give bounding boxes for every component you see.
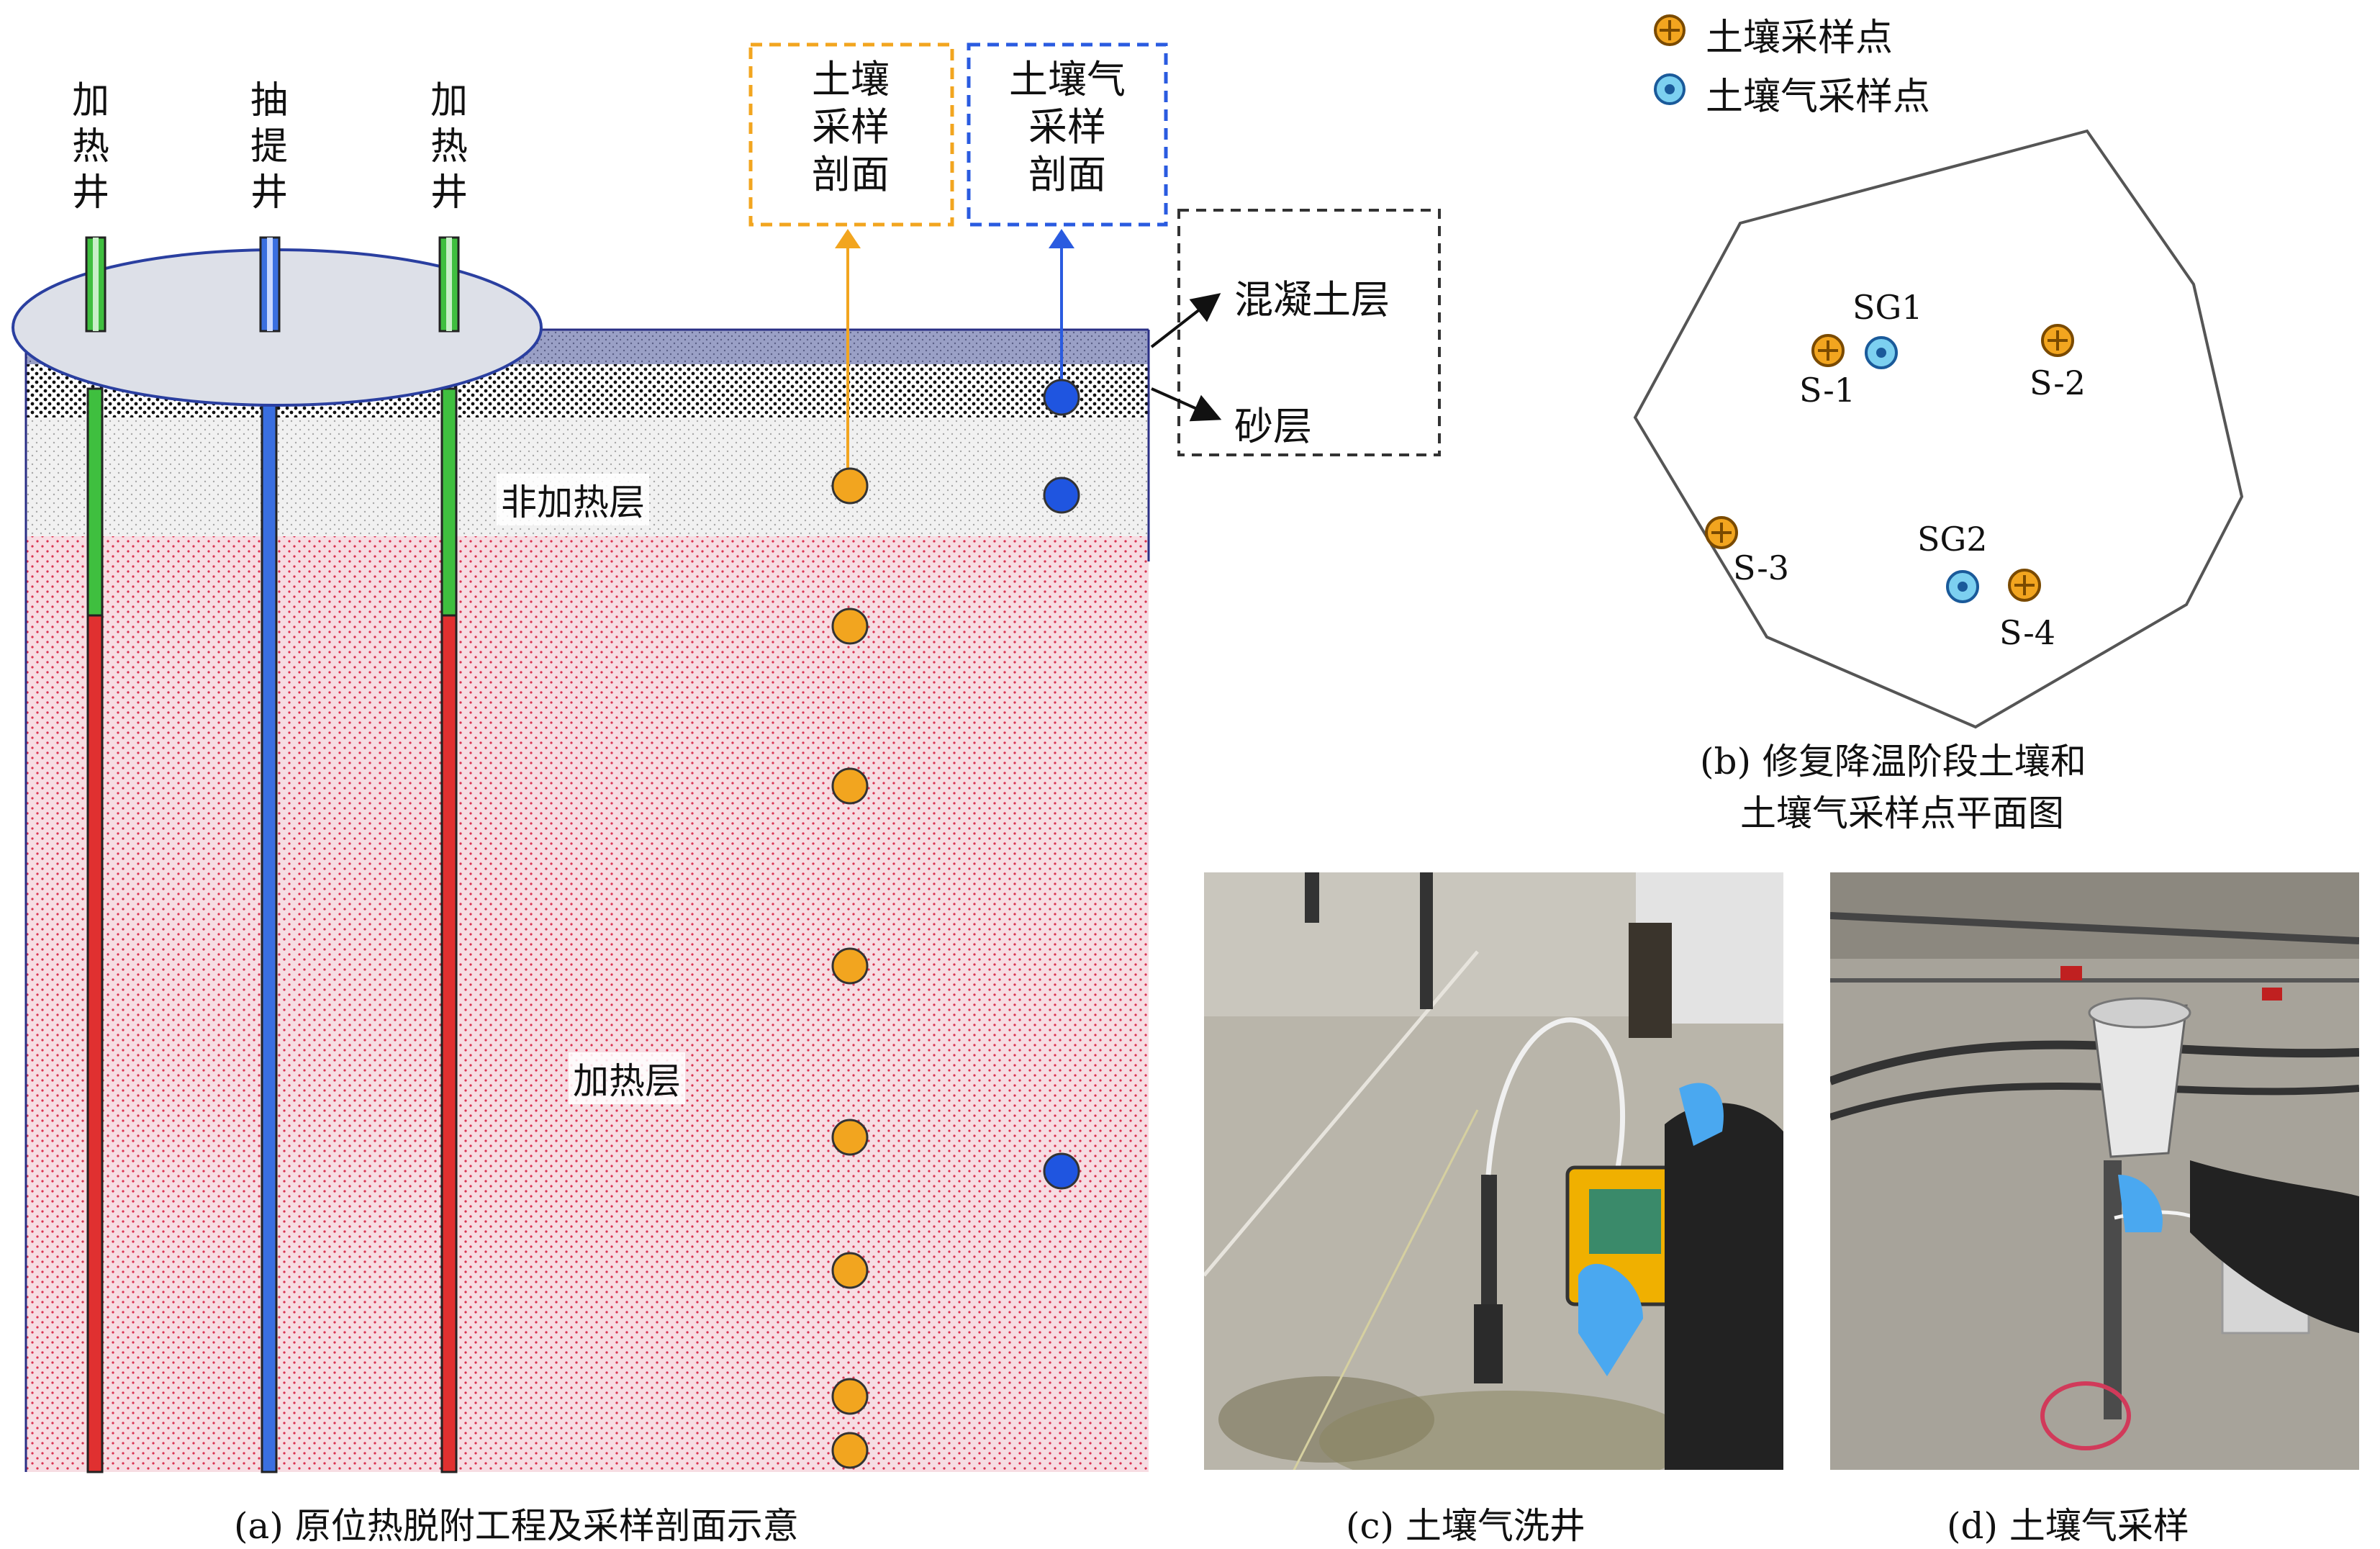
soil-gas-sample-icon-sg2 bbox=[1946, 570, 1979, 603]
caption-d: (d) 土壤气采样 bbox=[1947, 1505, 2189, 1547]
soil-sample-point-4 bbox=[831, 947, 869, 985]
soil-profile-label: 土壤 采样 剖面 bbox=[760, 56, 941, 199]
point-label-s2: S-2 bbox=[2030, 363, 2086, 402]
heated-layer bbox=[26, 533, 1149, 1472]
point-label-s4: S-4 bbox=[1999, 613, 2056, 652]
photo-soil-gas-well-purging bbox=[1204, 872, 1783, 1470]
soil-sample-icon-s-4 bbox=[2008, 569, 2041, 602]
sand-layer-label: 砂层 bbox=[1234, 404, 1312, 449]
gas-sample-points bbox=[1043, 379, 1080, 1190]
soil-sample-point-1 bbox=[831, 467, 869, 505]
heating-well-label-1: 加 热 井 bbox=[71, 79, 109, 214]
legend-soil-sample-icon bbox=[1654, 14, 1686, 46]
point-label-sg1: SG1 bbox=[1852, 288, 1923, 327]
heating-well-label-2: 加 热 井 bbox=[430, 79, 468, 214]
well-heads bbox=[85, 236, 460, 333]
legend-soil-gas-sample-label: 土壤气采样点 bbox=[1706, 76, 1931, 119]
extraction-well bbox=[261, 387, 278, 1473]
wells bbox=[86, 387, 458, 1473]
caption-c: (c) 土壤气洗井 bbox=[1346, 1505, 1585, 1547]
soil-sample-icon-s-3 bbox=[1705, 516, 1738, 549]
soil-gas-sample-icon-sg1 bbox=[1865, 336, 1898, 369]
point-label-sg2: SG2 bbox=[1917, 520, 1988, 559]
cross-section bbox=[24, 328, 1150, 1472]
layer-legend-box bbox=[1177, 209, 1441, 456]
soil-sample-point-7 bbox=[831, 1378, 869, 1415]
caption-a: (a) 原位热脱附工程及采样剖面示意 bbox=[234, 1505, 799, 1547]
soil-sample-point-3 bbox=[831, 767, 869, 805]
soil-profile-box bbox=[748, 42, 954, 227]
site-boundary bbox=[1633, 129, 2244, 729]
soil-sample-points bbox=[831, 467, 869, 1469]
soil-sample-icon-s-2 bbox=[2041, 324, 2074, 357]
gas-profile-label: 土壤气 采样 剖面 bbox=[977, 56, 1157, 199]
soil-sample-point-8 bbox=[831, 1432, 869, 1469]
caption-b-line1: (b) 修复降温阶段土壤和 bbox=[1700, 741, 2086, 782]
soil-sample-point-5 bbox=[831, 1119, 869, 1156]
site-plan bbox=[1633, 14, 2244, 729]
legend-soil-sample-label: 土壤采样点 bbox=[1706, 17, 1893, 60]
legend-soil-gas-sample-icon bbox=[1654, 73, 1686, 105]
heating-well-1 bbox=[86, 387, 104, 1473]
extraction-well-label: 抽 提 井 bbox=[250, 79, 288, 214]
soil-sample-icon-s-1 bbox=[1811, 334, 1845, 367]
concrete-layer-label: 混凝土层 bbox=[1234, 277, 1390, 322]
gas-profile-box bbox=[967, 42, 1168, 227]
gas-sample-point-1 bbox=[1043, 379, 1080, 416]
soil-sample-point-2 bbox=[831, 608, 869, 645]
photo-soil-gas-sampling bbox=[1830, 872, 2359, 1470]
point-label-s1: S-1 bbox=[1799, 371, 1856, 410]
caption-b-line2: 土壤气采样点平面图 bbox=[1740, 792, 2064, 834]
non-heated-layer-label: 非加热层 bbox=[497, 474, 649, 525]
heating-well-2 bbox=[440, 387, 458, 1473]
gas-sample-point-2 bbox=[1043, 477, 1080, 514]
soil-sample-point-6 bbox=[831, 1252, 869, 1289]
gas-sample-point-3 bbox=[1043, 1152, 1080, 1190]
point-label-s3: S-3 bbox=[1733, 548, 1790, 587]
heated-layer-label: 加热层 bbox=[569, 1052, 685, 1104]
